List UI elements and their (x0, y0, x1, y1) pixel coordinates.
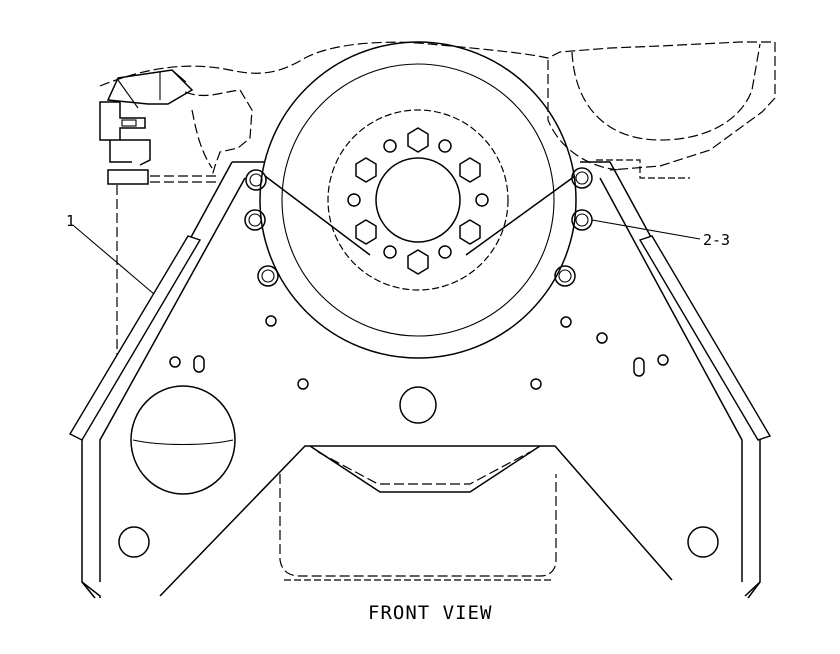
plate-left-inner (99, 177, 246, 582)
flywheel-outer (259, 41, 577, 359)
callout-2-3: 2-3 (703, 231, 730, 249)
top-right-arch (571, 43, 761, 141)
mounting-bolt-group-left (244, 169, 279, 287)
oil-pan-inner (279, 474, 557, 577)
belt-right (465, 175, 576, 256)
plate-outline (81, 161, 761, 598)
top-left-bracket (99, 69, 220, 185)
leader-line-1 (73, 225, 155, 295)
right-step-line (596, 159, 690, 179)
top-right-inner-arch (547, 60, 621, 171)
callout-1: 1 (66, 212, 75, 230)
plate-right-inner (599, 177, 743, 582)
left-duct (184, 89, 253, 177)
hub-bolts (347, 127, 489, 275)
upper-housing-outline (99, 41, 775, 87)
oil-pan-sump (309, 445, 541, 493)
right-brace (638, 235, 772, 441)
oil-pan-sump-dash (317, 451, 531, 485)
view-caption: FRONT VIEW (368, 602, 492, 624)
flywheel-hub-dash (327, 109, 509, 291)
leader-line-2-3 (591, 219, 701, 240)
belt-left (264, 175, 371, 256)
left-brace (69, 235, 202, 441)
oval-port (130, 385, 236, 495)
oil-pan-outline (159, 445, 673, 597)
flywheel-inner-ring (281, 63, 555, 337)
plate-left-leg (81, 581, 96, 599)
left-duct-inner (191, 109, 213, 169)
plate-holes (118, 315, 719, 558)
top-right-housing-edge (609, 42, 776, 171)
plate-right-leg (747, 581, 761, 599)
flywheel-center (375, 157, 461, 243)
